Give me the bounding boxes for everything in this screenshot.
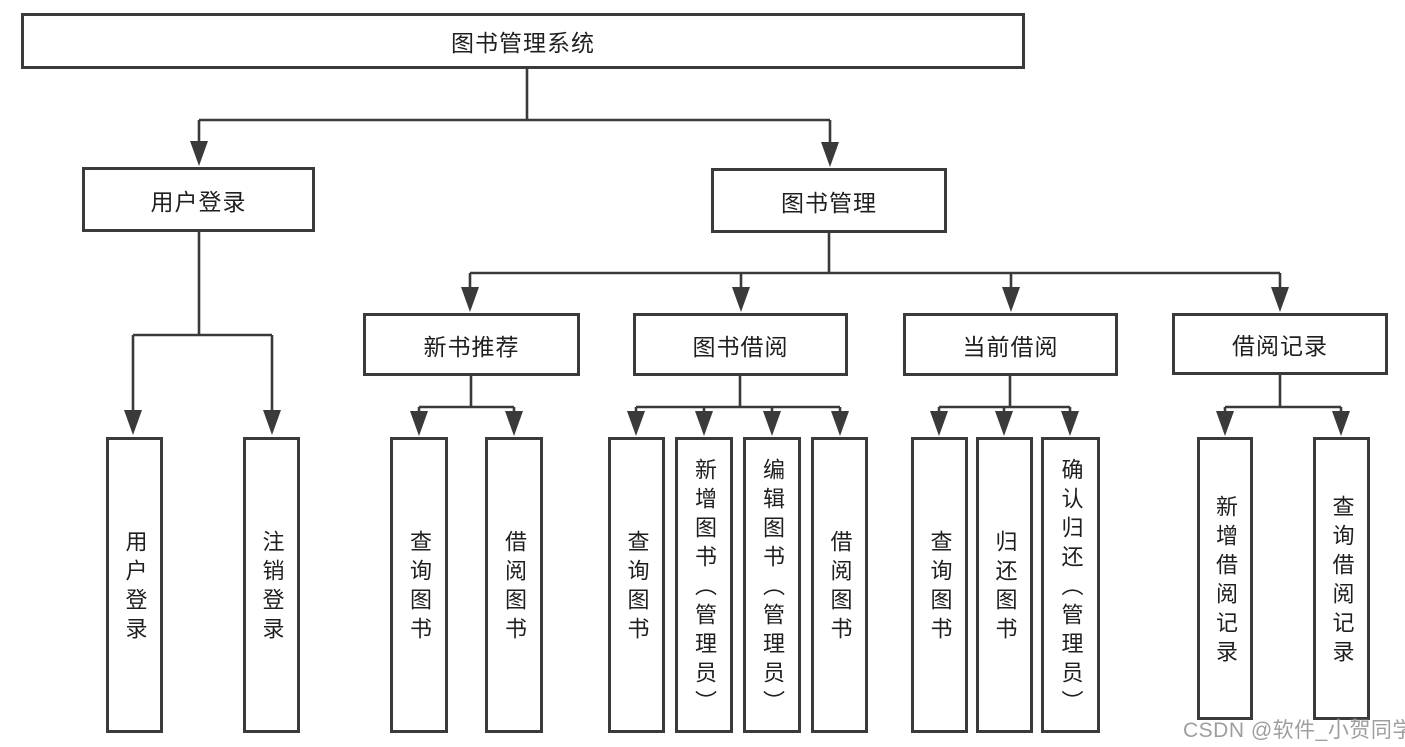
leaf-logout: 注销登录: [243, 437, 300, 733]
leaf-add-books-admin: 新增图书（管理员）: [675, 437, 733, 733]
leaf-borrow-books-recommend: 借阅图书: [485, 437, 543, 733]
node-user-login: 用户登录: [82, 167, 315, 232]
leaf-query-borrow-record: 查询借阅记录: [1313, 437, 1370, 720]
node-book-management: 图书管理: [711, 168, 947, 233]
leaf-edit-books-admin: 编辑图书（管理员）: [743, 437, 801, 733]
leaf-borrow-books-borrowing: 借阅图书: [811, 437, 868, 733]
leaf-query-books-recommend: 查询图书: [390, 437, 448, 733]
leaf-query-books-borrowing: 查询图书: [608, 437, 665, 733]
watermark: CSDN @软件_小贺同学: [1183, 719, 1405, 742]
leaf-confirm-return-admin: 确认归还（管理员）: [1041, 437, 1100, 733]
node-current-borrowing: 当前借阅: [903, 313, 1118, 376]
node-library-management-system: 图书管理系统: [21, 13, 1025, 69]
node-borrowing-records: 借阅记录: [1172, 313, 1388, 375]
node-book-borrowing: 图书借阅: [633, 313, 848, 376]
leaf-query-books-current: 查询图书: [911, 437, 968, 733]
leaf-add-borrow-record: 新增借阅记录: [1197, 437, 1253, 720]
node-new-book-recommendation: 新书推荐: [363, 313, 580, 376]
leaf-user-login: 用户登录: [106, 437, 163, 733]
leaf-return-books: 归还图书: [976, 437, 1033, 733]
